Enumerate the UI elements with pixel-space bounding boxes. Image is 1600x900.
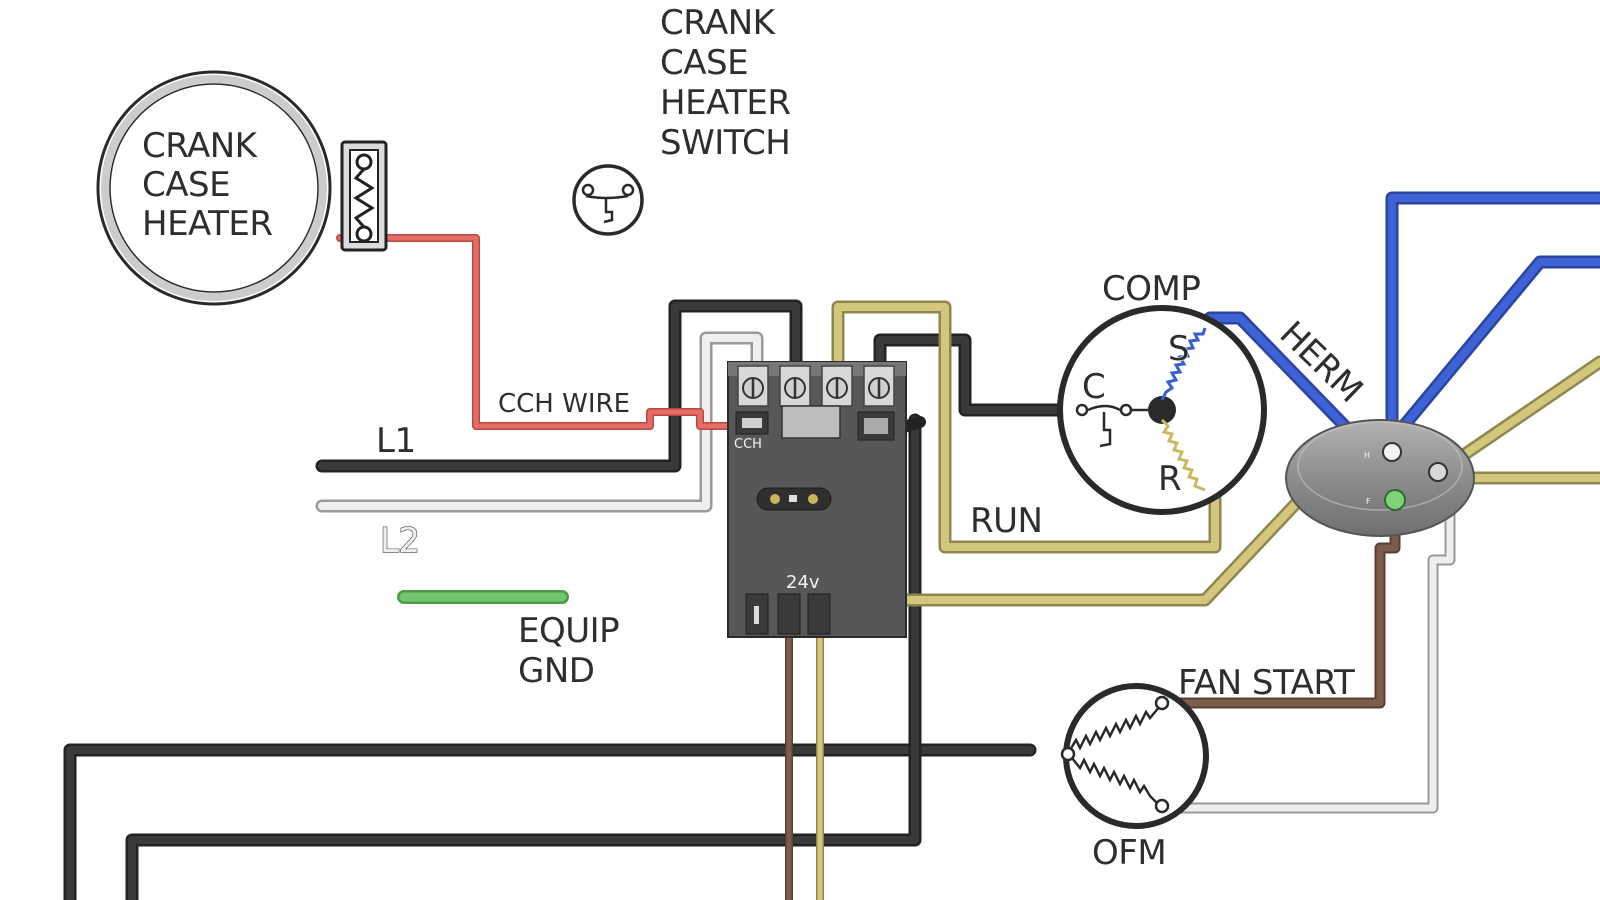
cap-h-label: H xyxy=(1364,451,1370,460)
contactor-terminal-l2 xyxy=(737,365,769,407)
cch-switch-label-3: HEATER xyxy=(660,83,791,123)
equip-gnd-label-1: EQUIP xyxy=(518,611,619,651)
equip-gnd-label-2: GND xyxy=(518,651,594,691)
black-wire-ofm-line xyxy=(63,743,1037,900)
run-label: RUN xyxy=(970,501,1042,541)
cch-switch-icon xyxy=(572,164,644,236)
cap-f-label: F xyxy=(1366,497,1371,506)
run-winding-icon xyxy=(1160,418,1206,492)
ofm-winding-upper-icon xyxy=(1068,705,1161,751)
compressor: S C R xyxy=(1057,305,1267,515)
cch-switch-label-1: CRANK xyxy=(660,3,777,43)
compressor-terminal-hub xyxy=(1148,396,1176,424)
contactor-terminal-t2 xyxy=(821,365,853,407)
crankcase-heater-label-1: CRANK xyxy=(142,126,259,166)
comp-r-label: R xyxy=(1158,459,1181,499)
herm-wire xyxy=(1203,191,1600,459)
fan-start-label: FAN START xyxy=(1178,663,1355,703)
ofm-ring xyxy=(1063,683,1209,829)
cch-switch-label-4: SWITCH xyxy=(660,123,790,163)
crankcase-heater-ring xyxy=(96,70,332,306)
outdoor-fan-motor xyxy=(1060,683,1209,829)
contactor-24v-label: 24v xyxy=(786,572,820,593)
heater-element-icon xyxy=(340,140,388,252)
dual-run-capacitor: H F xyxy=(1285,419,1475,537)
crankcase-heater-label-3: HEATER xyxy=(142,204,273,244)
cap-terminal-c xyxy=(1428,462,1448,482)
crankcase-heater: CRANK CASE HEATER xyxy=(96,70,388,306)
cch-switch-label-2: CASE xyxy=(660,43,748,83)
start-winding-icon xyxy=(1160,327,1207,401)
contactor: CCH 24v xyxy=(727,361,907,638)
crankcase-heater-label-2: CASE xyxy=(142,165,230,205)
comp-c-label: C xyxy=(1082,367,1105,407)
black-wire-common xyxy=(873,333,1073,417)
cap-terminal-fan xyxy=(1384,489,1406,511)
comp-s-label: S xyxy=(1168,329,1189,369)
contactor-terminal-t1 xyxy=(863,365,895,407)
l1-label: L1 xyxy=(376,421,416,461)
contactor-terminal-l1 xyxy=(779,365,811,407)
cch-wire-label: CCH WIRE xyxy=(498,389,630,419)
ofm-label: OFM xyxy=(1092,833,1166,873)
comp-label: COMP xyxy=(1102,269,1200,309)
contactor-cch-label: CCH xyxy=(734,437,762,452)
ofm-winding-lower-icon xyxy=(1071,757,1161,807)
wire-group xyxy=(63,191,1600,900)
cap-terminal-herm xyxy=(1382,442,1402,462)
l2-label: L2 xyxy=(380,521,420,561)
